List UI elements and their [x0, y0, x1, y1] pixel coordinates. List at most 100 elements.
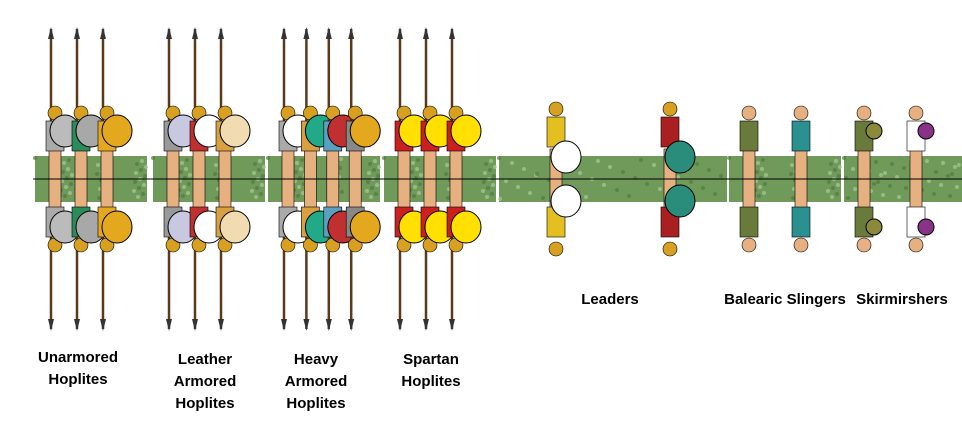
grass-tuft [483, 171, 487, 175]
grass-tuft [897, 195, 901, 199]
grass-tuft [262, 165, 266, 169]
spear-tip [397, 319, 403, 331]
grass-tuft [180, 161, 184, 165]
grass-tuft [294, 170, 298, 174]
skirmirshers-label: Skirmirshers [856, 291, 948, 308]
grass-tuft [578, 171, 582, 175]
grass-tuft [144, 165, 148, 169]
grass-tuft [266, 156, 270, 160]
head [548, 101, 564, 117]
grass-tuft [257, 168, 261, 172]
grass-tuft [96, 163, 100, 167]
grass-tuft [33, 156, 37, 160]
tunic [739, 206, 759, 238]
grass-tuft [763, 182, 767, 186]
grass-tuft [491, 183, 495, 187]
grass-tuft [252, 171, 256, 175]
grass-tuft [95, 172, 99, 176]
grass-tuft [70, 173, 74, 177]
head [856, 105, 872, 121]
grass-tuft [510, 161, 514, 165]
shield [917, 218, 935, 236]
legs [326, 178, 340, 210]
legs [192, 178, 206, 210]
head [793, 105, 809, 121]
shield [550, 140, 582, 174]
skirmisher-figure [854, 105, 883, 253]
head [793, 237, 809, 253]
leather-armored-hoplites-label: Leather Armored Hoplites [173, 351, 237, 412]
head [662, 241, 678, 257]
spear-tip [192, 27, 198, 39]
hoplite-figure [215, 27, 251, 331]
grass-tuft [376, 174, 380, 178]
grass-tuft [140, 159, 144, 163]
shield [349, 114, 381, 148]
grass-tuft [340, 190, 344, 194]
grass-tuft [621, 170, 625, 174]
grass-tuft [214, 163, 218, 167]
grass-tuft [835, 192, 839, 196]
spear-tip [397, 27, 403, 39]
grass-tuft [339, 157, 343, 161]
spear-tip [100, 27, 106, 39]
grass-tuft [895, 175, 899, 179]
spear-tip [166, 319, 172, 331]
grass-tuft [829, 162, 833, 166]
grass-tuft [415, 167, 419, 171]
grass-tuft [372, 168, 376, 172]
grass-tuft [652, 163, 656, 167]
legs [281, 178, 295, 210]
spear-tip [74, 319, 80, 331]
balearic-slingers-label: Balearic Slingers [724, 291, 846, 308]
grass-tuft [676, 175, 680, 179]
grass-tuft [946, 174, 950, 178]
spartan-hoplites-label: Spartan Hoplites [401, 351, 461, 390]
grass-tuft [373, 159, 377, 163]
heavy-armored-hoplites-label: Heavy Armored Hoplites [284, 351, 348, 412]
grass-tuft [939, 183, 943, 187]
grass-tuft [658, 187, 662, 191]
grass-tuft [250, 189, 254, 193]
grass-tuft [445, 163, 449, 167]
grass-tuft [489, 159, 493, 163]
shield [450, 114, 482, 148]
shield [664, 140, 696, 174]
legs [397, 148, 411, 180]
grass-tuft [827, 180, 831, 184]
grass-tuft [707, 168, 711, 172]
grass-tuft [645, 182, 649, 186]
legs [218, 148, 232, 180]
grass-tuft [187, 182, 191, 186]
legs [857, 178, 871, 210]
grass-tuft [413, 185, 417, 189]
head [548, 241, 564, 257]
grass-tuft [258, 159, 262, 163]
spear-tip [348, 27, 355, 39]
head [908, 105, 924, 121]
legs [857, 148, 871, 180]
grass-tuft [516, 185, 520, 189]
leaders-label: Leaders [581, 291, 639, 308]
grass-tuft [260, 183, 264, 187]
grass-tuft [872, 182, 876, 186]
grass-tuft [297, 185, 301, 189]
grass-tuft [141, 192, 145, 196]
grass-tuft [932, 192, 936, 196]
grass-tuft [181, 194, 185, 198]
grass-tuft [488, 168, 492, 172]
spear-tip [192, 319, 198, 331]
hoplite-figure [446, 27, 482, 331]
grass-tuft [689, 180, 693, 184]
grass-tuft [881, 193, 885, 197]
grass-tuft [535, 172, 539, 176]
legs [909, 178, 923, 210]
legs [218, 178, 232, 210]
tunic [791, 120, 811, 152]
grass-tuft [828, 171, 832, 175]
grass-tuft [299, 167, 303, 171]
grass-tuft [67, 158, 71, 162]
legs [449, 148, 463, 180]
grass-tuft [608, 165, 612, 169]
